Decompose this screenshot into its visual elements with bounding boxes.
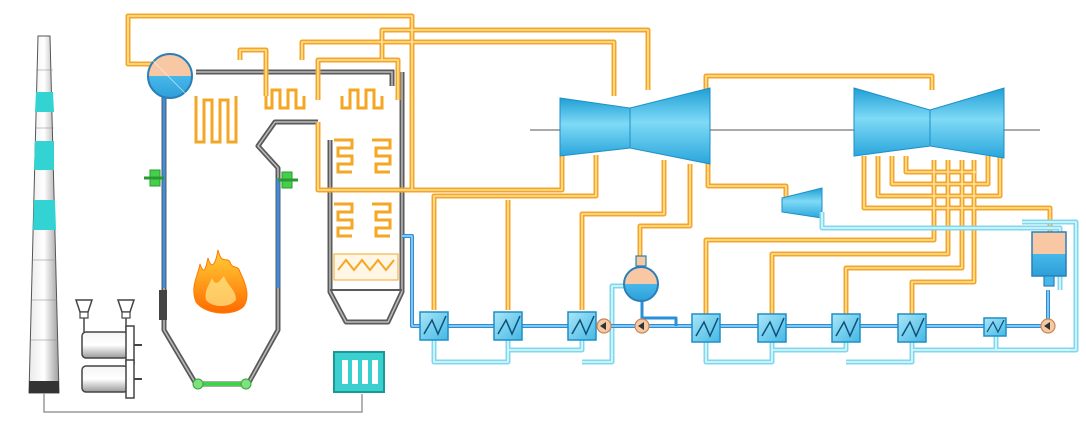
chimney-band — [33, 200, 56, 230]
turbine-icon — [629, 87, 711, 165]
heat-exchanger-icon[interactable] — [691, 313, 721, 343]
coal-mills — [74, 299, 142, 399]
coal-mill-icon — [81, 325, 142, 365]
heat-exchanger-icon[interactable] — [493, 311, 523, 341]
pump-icon[interactable] — [596, 318, 612, 334]
water-pipes — [431, 212, 1079, 365]
turbine-icon — [559, 97, 631, 157]
superheater-coils — [194, 88, 392, 238]
turbine-icon — [929, 87, 1005, 159]
pump-icon[interactable] — [1040, 318, 1056, 334]
turbine-icon — [853, 87, 931, 157]
hp-heaters — [419, 311, 597, 341]
electrostatic-precipitator-icon — [333, 351, 385, 393]
feedwater-line — [402, 234, 1050, 328]
boiler-furnace — [144, 69, 395, 390]
steam-pipes — [125, 13, 1053, 314]
heat-exchanger-icon[interactable] — [419, 311, 449, 341]
valve-icon — [144, 169, 164, 187]
boiler-backpass — [327, 72, 405, 393]
deaerator-icon[interactable] — [623, 255, 659, 302]
flue-gas-duct — [43, 393, 363, 413]
heat-exchanger-icon[interactable] — [831, 313, 861, 343]
pump-icon[interactable] — [634, 318, 650, 334]
chimney — [28, 35, 60, 394]
lp-turbine — [853, 87, 1005, 159]
coal-mill-icon — [81, 359, 142, 399]
chimney-band — [34, 141, 54, 170]
chimney-band — [35, 92, 54, 112]
heat-exchanger-icon[interactable] — [567, 311, 597, 341]
heat-exchanger-icon[interactable] — [757, 313, 787, 343]
gland-cooler-icon[interactable] — [983, 317, 1007, 337]
condenser-icon[interactable] — [1031, 231, 1067, 287]
hp-turbine — [559, 87, 711, 165]
flame-icon — [193, 249, 248, 314]
economizer — [333, 253, 399, 281]
valve-icon — [278, 171, 298, 189]
steam-drum-icon — [147, 53, 193, 99]
heat-exchanger-icon[interactable] — [897, 313, 927, 343]
coal-hopper — [74, 299, 94, 332]
burner — [159, 290, 167, 320]
lp-heaters — [691, 313, 1007, 343]
